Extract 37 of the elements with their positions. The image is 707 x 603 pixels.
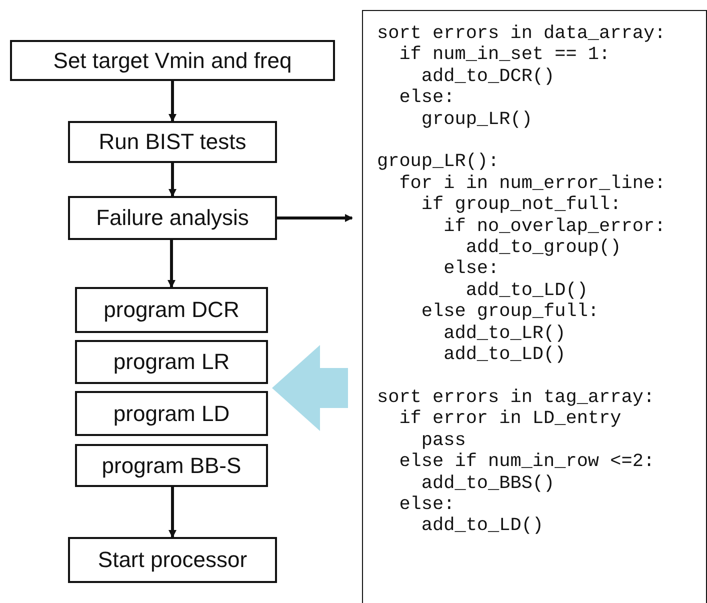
code-line: group_LR():: [377, 151, 500, 173]
code-line: else:: [442, 258, 500, 280]
block-arrow: [272, 345, 348, 431]
code-line: else if num_in_row <=2:: [398, 451, 655, 472]
arrow: [168, 240, 176, 288]
code-line: add_to_group(): [464, 237, 622, 258]
code-line: if error in LD_entry: [398, 408, 622, 430]
code-line: add_to_BBS(): [420, 472, 555, 494]
code-line: sort errors in data_array:: [377, 23, 666, 44]
arrow: [168, 81, 176, 122]
code-line: sort errors in tag_array:: [377, 386, 655, 408]
process-box: Failure analysis: [68, 196, 277, 240]
code-line: for i in num_error_line:: [398, 172, 666, 194]
arrow: [168, 163, 176, 197]
arrow: [168, 487, 176, 538]
process-box: program BB-S: [75, 444, 268, 487]
code-line: add_to_LD(): [420, 515, 544, 537]
code-line: pass: [420, 430, 466, 452]
process-box: program DCR: [75, 287, 268, 333]
arrow: [277, 214, 353, 222]
process-box: Set target Vmin and freq: [10, 40, 335, 81]
code-line: if no_overlap_error:: [442, 216, 666, 238]
code-line: if num_in_set == 1:: [398, 44, 610, 66]
code-panel: [362, 10, 707, 603]
code-line: else:: [398, 494, 455, 516]
code-line: add_to_LD(): [464, 280, 588, 302]
code-line: add_to_DCR(): [420, 66, 555, 88]
process-box: Start processor: [68, 537, 277, 583]
process-box: program LR: [75, 340, 268, 384]
code-line: else group_full:: [420, 301, 600, 323]
code-line: add_to_LR(): [442, 322, 566, 344]
code-line: if group_not_full:: [420, 194, 622, 216]
code-line: add_to_LD(): [442, 344, 566, 366]
process-box: Run BIST tests: [68, 121, 277, 163]
code-line: else:: [398, 87, 455, 109]
code-line: group_LR(): [420, 108, 532, 130]
process-box: program LD: [75, 391, 268, 436]
